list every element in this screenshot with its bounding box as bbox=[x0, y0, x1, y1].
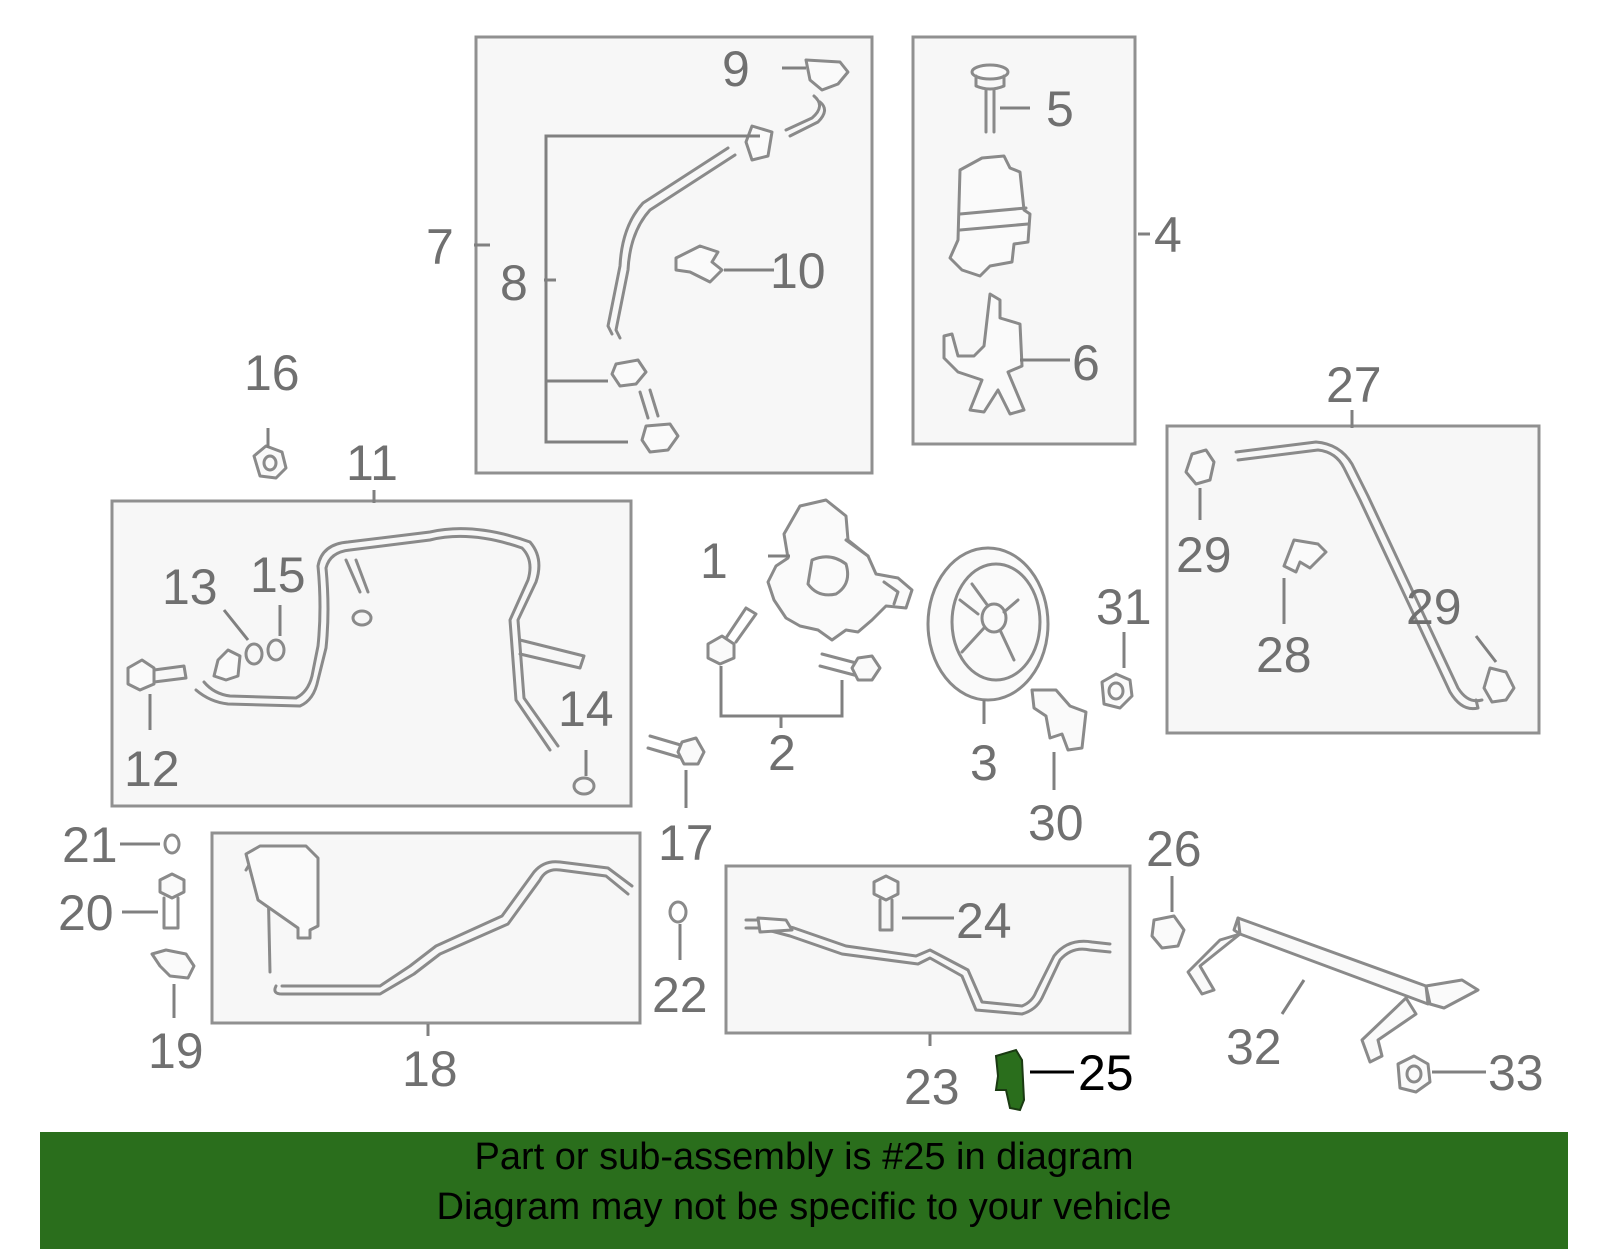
part-23-line bbox=[744, 918, 1112, 1016]
part-8-tube bbox=[638, 388, 660, 420]
callout-14: 14 bbox=[558, 681, 614, 737]
callout-12: 12 bbox=[124, 741, 180, 797]
part-19-clip bbox=[150, 948, 196, 980]
part-12-bolt bbox=[126, 658, 188, 692]
part-23-fitting bbox=[756, 916, 794, 934]
part-28-bracket bbox=[1282, 538, 1328, 574]
part-29-clamp-a bbox=[1184, 448, 1216, 486]
callout-23: 23 bbox=[904, 1059, 960, 1115]
part-15-oring bbox=[266, 638, 286, 662]
callout-33: 33 bbox=[1488, 1045, 1544, 1101]
callout-10: 10 bbox=[770, 243, 826, 299]
part-8-clamp-bottom bbox=[640, 422, 680, 454]
callout-4: 4 bbox=[1154, 207, 1182, 263]
callout-6: 6 bbox=[1072, 335, 1100, 391]
part-11-line bbox=[194, 534, 552, 752]
group-box-11 bbox=[110, 499, 633, 808]
group-box-27 bbox=[1165, 424, 1541, 735]
callout-17: 17 bbox=[658, 815, 714, 871]
part-10-bracket bbox=[674, 244, 724, 284]
callout-9: 9 bbox=[722, 41, 750, 97]
callout-28: 28 bbox=[1256, 627, 1312, 683]
callout-7: 7 bbox=[426, 219, 454, 275]
part-8-clamp-top bbox=[744, 124, 774, 162]
banner-line-1: Part or sub-assembly is #25 in diagram bbox=[474, 1136, 1134, 1178]
part-26-clip bbox=[1150, 914, 1186, 950]
part-18-bracket bbox=[244, 844, 320, 940]
part-24-bolt bbox=[872, 874, 900, 932]
part-4-reservoir-rib bbox=[958, 206, 1030, 232]
callout-21: 21 bbox=[62, 817, 118, 873]
part-4-reservoir bbox=[948, 154, 1032, 278]
part-33-nut bbox=[1396, 1054, 1432, 1094]
callout-24: 24 bbox=[956, 893, 1012, 949]
part-1-pump-detail bbox=[806, 538, 900, 606]
part-27-hose bbox=[1234, 440, 1484, 711]
part-22-oring bbox=[668, 900, 688, 924]
part-3-pulley bbox=[926, 546, 1050, 702]
callout-2: 2 bbox=[768, 725, 796, 781]
part-8-clamp-mid bbox=[610, 358, 648, 388]
callout-5: 5 bbox=[1046, 81, 1074, 137]
banner-line-2: Diagram may not be specific to your vehi… bbox=[436, 1186, 1172, 1228]
part-31-nut bbox=[1100, 672, 1134, 710]
callout-20: 20 bbox=[58, 885, 114, 941]
callout-32: 32 bbox=[1226, 1019, 1282, 1075]
part-11-hole bbox=[351, 609, 373, 627]
part-16-nut bbox=[252, 444, 288, 480]
part-21-oring bbox=[163, 833, 181, 855]
part-30-shield bbox=[1030, 688, 1088, 752]
callout-11: 11 bbox=[346, 435, 398, 491]
callout-8: 8 bbox=[500, 255, 528, 311]
part-14-oring bbox=[572, 776, 596, 796]
group-box-7 bbox=[474, 35, 874, 475]
callout-18: 18 bbox=[402, 1041, 458, 1097]
part-8-hose bbox=[606, 146, 737, 340]
callout-26: 26 bbox=[1146, 821, 1202, 877]
bracket-2 bbox=[719, 666, 844, 728]
part-11-bracket bbox=[518, 638, 586, 670]
part-11-tab bbox=[344, 558, 370, 594]
callout-22: 22 bbox=[652, 967, 708, 1023]
callout-29-a: 29 bbox=[1176, 527, 1232, 583]
callout-31: 31 bbox=[1096, 579, 1152, 635]
part-29-clamp-b bbox=[1482, 666, 1516, 704]
part-2-bolt-b bbox=[818, 652, 882, 682]
part-6-bracket bbox=[942, 292, 1026, 416]
callout-3: 3 bbox=[970, 735, 998, 791]
part-13-oring bbox=[244, 642, 264, 666]
part-11-clip bbox=[212, 648, 242, 682]
callout-29-b: 29 bbox=[1406, 579, 1462, 635]
callout-1: 1 bbox=[700, 533, 728, 589]
callout-25: 25 bbox=[1078, 1045, 1134, 1101]
part-25-bracket bbox=[994, 1048, 1026, 1112]
part-2-bolt-a bbox=[706, 606, 758, 666]
part-1-pump bbox=[766, 498, 914, 642]
part-11-line-b bbox=[202, 527, 560, 748]
callout-13: 13 bbox=[162, 559, 218, 615]
part-17-bolt bbox=[646, 734, 706, 766]
callout-15: 15 bbox=[250, 547, 306, 603]
callout-16: 16 bbox=[244, 345, 300, 401]
part-32-cooler bbox=[1186, 916, 1480, 1064]
part-9-cap bbox=[784, 58, 850, 138]
info-banner: Part or sub-assembly is #25 in diagram D… bbox=[40, 1132, 1568, 1249]
callout-30: 30 bbox=[1028, 795, 1084, 851]
leader-lines bbox=[120, 66, 1498, 1074]
part-20-bolt bbox=[158, 872, 186, 930]
bracket-8 bbox=[544, 134, 760, 444]
part-5-dipstick-cap bbox=[970, 63, 1010, 134]
callout-19: 19 bbox=[148, 1023, 204, 1079]
callout-27: 27 bbox=[1326, 357, 1382, 413]
